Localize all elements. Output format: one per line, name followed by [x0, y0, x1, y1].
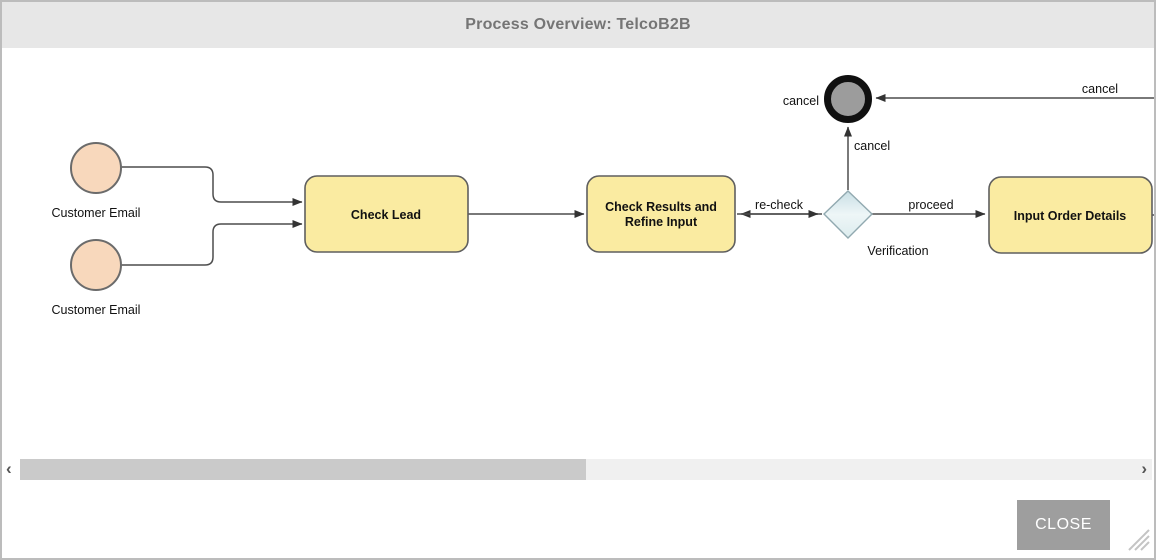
- edge-label-cancel-top: cancel: [1082, 82, 1118, 96]
- task-input-order-details-label: Input Order Details: [1014, 209, 1127, 223]
- bpmn-diagram: Customer Email Customer Email Check Lead…: [52, 75, 1154, 317]
- dialog-footer: CLOSE: [2, 481, 1154, 558]
- start-event-customer-email-1[interactable]: [70, 142, 122, 194]
- start-event-2-label: Customer Email: [52, 303, 141, 317]
- dialog-titlebar: Process Overview: TelcoB2B: [2, 2, 1154, 48]
- edge-label-proceed: proceed: [908, 198, 953, 212]
- gateway-verification[interactable]: [822, 190, 874, 239]
- edge-label-recheck: re-check: [755, 198, 804, 212]
- diagram-canvas[interactable]: Customer Email Customer Email Check Lead…: [2, 48, 1154, 458]
- edge-label-cancel-up: cancel: [854, 139, 890, 153]
- task-check-lead[interactable]: [304, 175, 469, 253]
- horizontal-scrollbar[interactable]: ‹ ›: [2, 458, 1154, 481]
- gateway-verification-label: Verification: [867, 244, 928, 258]
- scrollbar-thumb[interactable]: [20, 459, 586, 480]
- close-button[interactable]: CLOSE: [1017, 500, 1110, 550]
- scroll-left-icon[interactable]: ‹: [6, 459, 12, 478]
- start-event-1-label: Customer Email: [52, 206, 141, 220]
- scrollbar-track[interactable]: [20, 459, 1152, 480]
- resize-handle-icon[interactable]: [1123, 526, 1151, 552]
- dialog-title: Process Overview: TelcoB2B: [465, 16, 691, 33]
- end-event-cancel[interactable]: [824, 75, 872, 123]
- scroll-right-icon[interactable]: ›: [1141, 459, 1147, 478]
- start-event-customer-email-2[interactable]: [70, 239, 122, 291]
- edge-start2-to-check-lead: [121, 220, 303, 266]
- task-check-results-refine-input[interactable]: [586, 175, 736, 253]
- task-input-order-details[interactable]: [988, 176, 1153, 254]
- task-check-lead-label: Check Lead: [351, 208, 421, 222]
- task-check-results-label-line2: Refine Input: [625, 215, 698, 229]
- edge-start1-to-check-lead: [121, 166, 303, 206]
- task-check-results-label-line1: Check Results and: [605, 200, 717, 214]
- end-event-cancel-label: cancel: [783, 94, 819, 108]
